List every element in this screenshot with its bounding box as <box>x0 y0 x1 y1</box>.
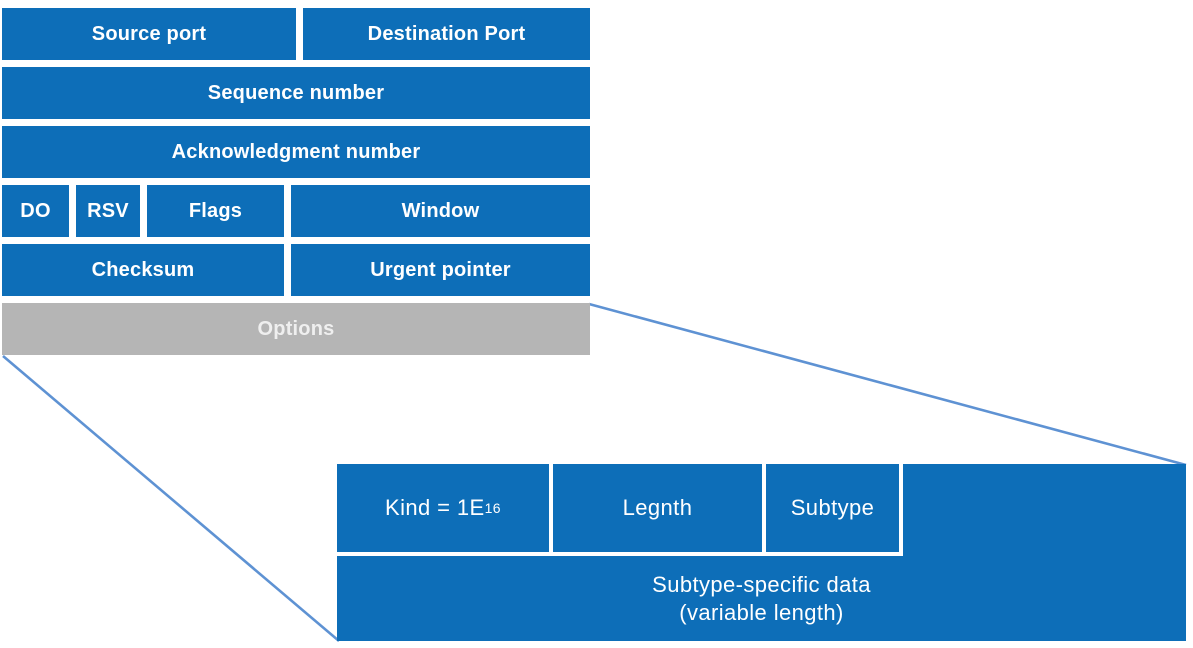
cell-window: Window <box>291 185 590 237</box>
cell-flags: Flags <box>147 185 284 237</box>
divider-subtype-right <box>899 464 903 556</box>
cell-destination-port: Destination Port <box>303 8 590 60</box>
subtype-data-line2: (variable length) <box>679 599 844 625</box>
cell-acknowledgment-number: Acknowledgment number <box>2 126 590 178</box>
divider-kind-length <box>549 464 553 552</box>
cell-reserved: RSV <box>76 185 140 237</box>
zoom-connector-right-line <box>588 302 1187 467</box>
cell-option-length: Legnth <box>622 495 693 520</box>
cell-subtype-specific-data: Subtype-specific data (variable length) <box>337 556 1186 641</box>
divider-length-subtype <box>762 464 766 552</box>
cell-options: Options <box>2 303 590 355</box>
subtype-data-line1: Subtype-specific data <box>652 571 871 597</box>
cell-option-subtype: Subtype <box>790 495 875 520</box>
divider-row-horizontal <box>337 552 903 556</box>
cell-checksum: Checksum <box>2 244 284 296</box>
cell-source-port: Source port <box>2 8 296 60</box>
cell-urgent-pointer: Urgent pointer <box>291 244 590 296</box>
option-kind-text: Kind = 1E <box>385 495 485 520</box>
zoom-connector-left-line <box>2 355 340 642</box>
cell-data-offset: DO <box>2 185 69 237</box>
cell-sequence-number: Sequence number <box>2 67 590 119</box>
